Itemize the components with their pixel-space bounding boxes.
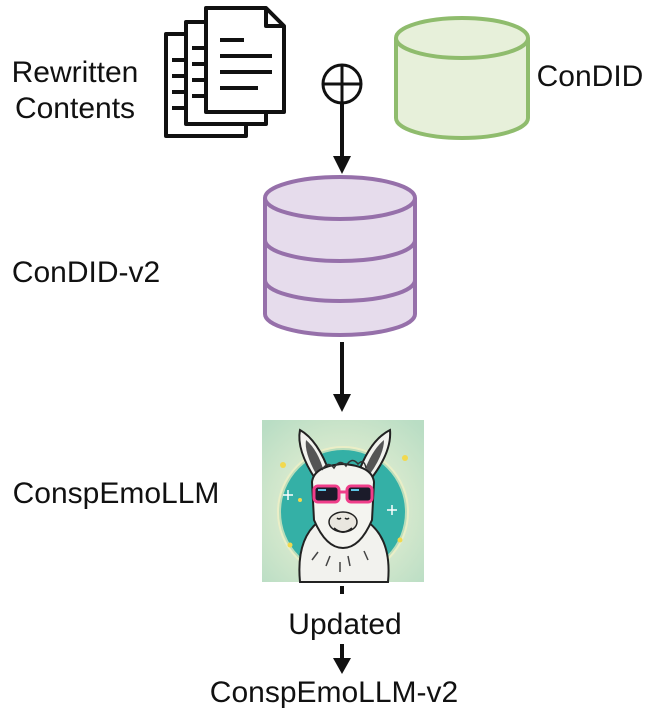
arrow-condid-v2-to-conspemollm — [333, 342, 351, 412]
circled-plus-icon — [321, 63, 363, 105]
llama-with-sunglasses-image — [262, 420, 424, 583]
arrow-plus-to-condid-v2 — [333, 103, 351, 174]
condid-v2-label: ConDID-v2 — [12, 256, 160, 289]
rewritten-contents-label-line2: Contents — [15, 92, 135, 125]
rewritten-contents-label-line1: Rewritten — [12, 56, 139, 89]
arrow-conspemollm-to-v2 — [333, 586, 351, 674]
updated-label: Updated — [288, 608, 401, 641]
condid-label: ConDID — [537, 60, 644, 93]
condid-database-icon — [394, 16, 530, 140]
conspemollm-label: ConspEmoLLM — [13, 477, 220, 510]
documents-stack-icon — [164, 6, 286, 138]
condid-v2-database-icon — [263, 175, 417, 337]
conspemollm-v2-label: ConspEmoLLM-v2 — [210, 676, 458, 709]
